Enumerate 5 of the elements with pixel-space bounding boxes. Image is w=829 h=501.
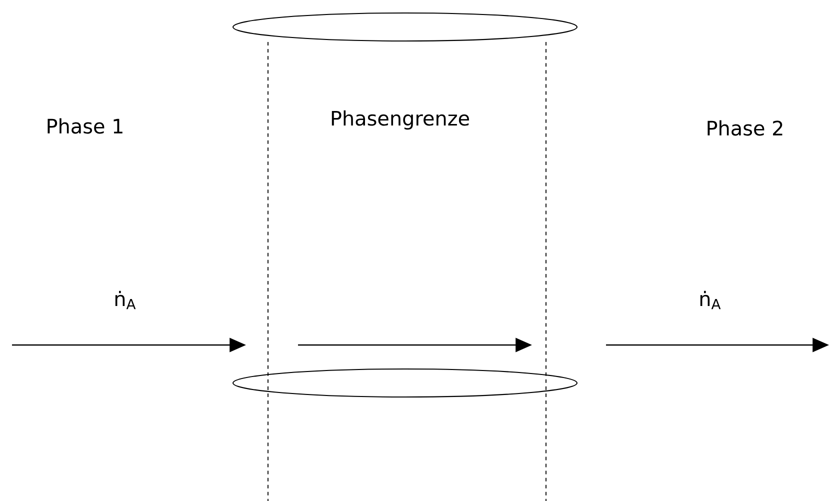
flux-symbol: ṅ$_{A}$ (700, 290, 721, 310)
phase-label: Phase 1 (48, 118, 122, 134)
phase-label: Phase 2 (708, 120, 782, 136)
interface-label: Phasengrenze (332, 110, 469, 130)
flux-symbol: ṅ$_{A}$ (115, 290, 136, 310)
